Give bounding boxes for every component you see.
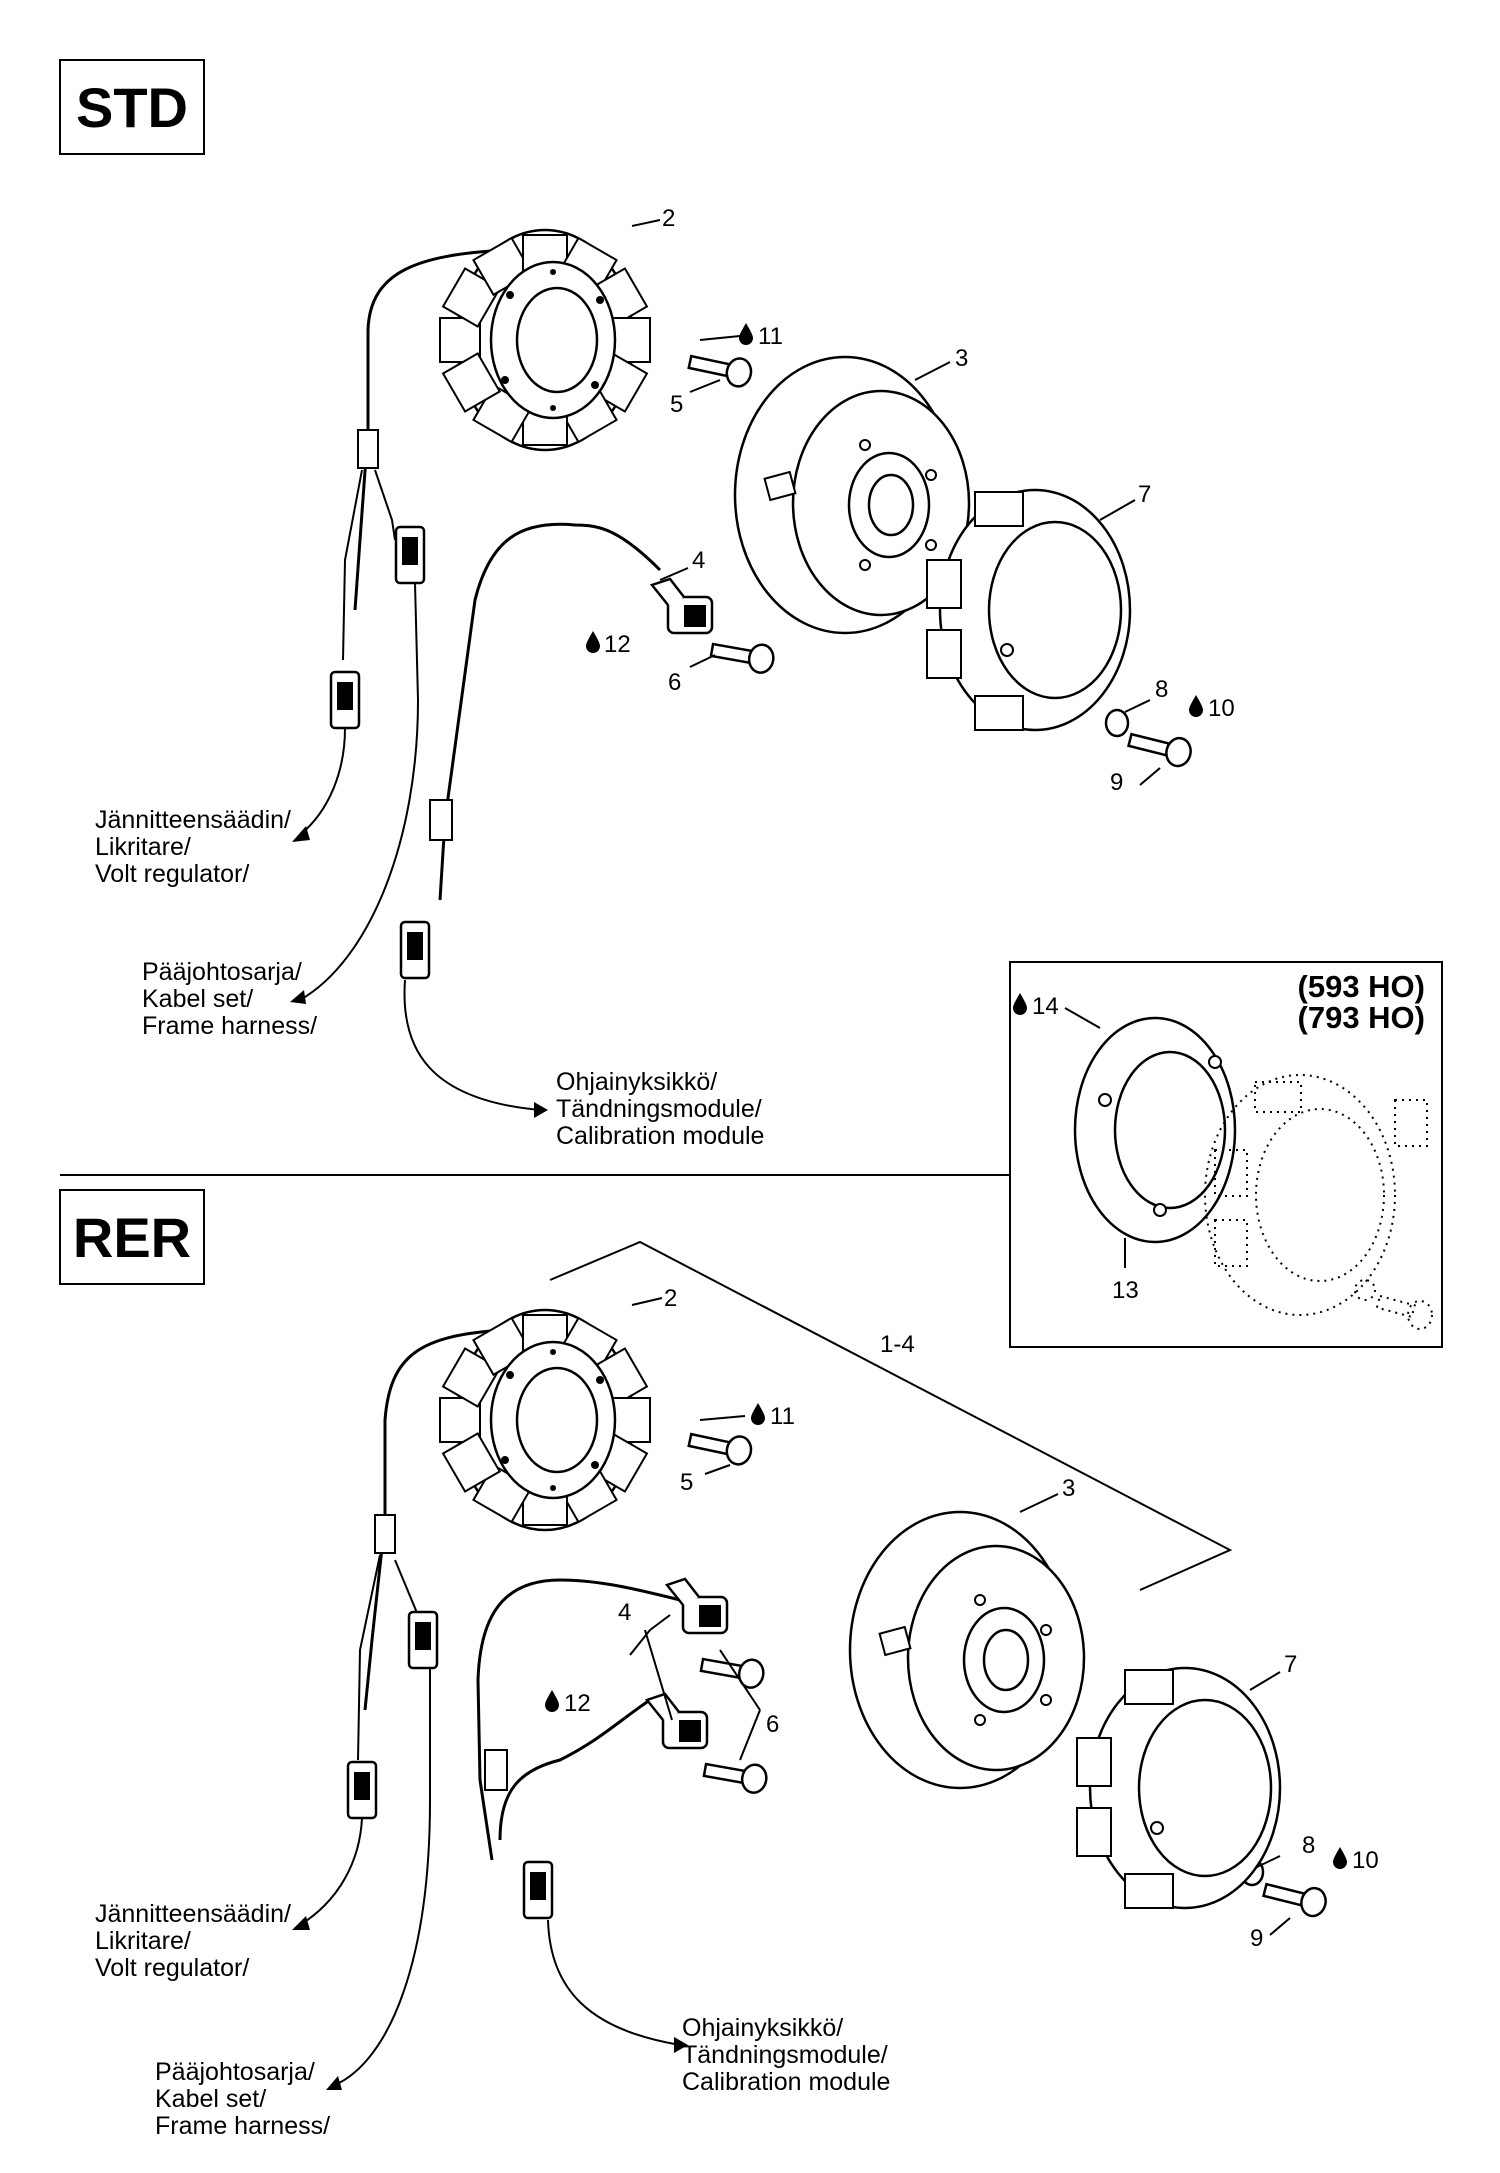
washer [1104, 708, 1130, 738]
volt-regulator-lead [299, 727, 346, 836]
svg-text:Volt regulator/: Volt regulator/ [95, 1954, 249, 1982]
inset-label-13: 13 [1112, 1277, 1139, 1304]
rer-volt-regulator-label: Jännitteensäädin/ Likritare/ Volt regula… [95, 1900, 291, 1982]
calibration-lead [403, 979, 541, 1111]
rer-label-5: 5 [680, 1469, 693, 1496]
sensor-connector [522, 1860, 554, 1920]
std-label-3: 3 [955, 345, 968, 372]
std-label-2: 2 [662, 205, 675, 232]
trigger-sensor-1 [665, 1577, 729, 1635]
std-volt-regulator-label: Jännitteensäädin/ Likritare/ Volt regula… [95, 806, 291, 888]
trigger-wheel-outline [1204, 1074, 1396, 1316]
stator-connector [394, 525, 426, 585]
rer-label-10: 10 [1352, 1847, 1379, 1874]
svg-text:Ohjainyksikkö/: Ohjainyksikkö/ [556, 1068, 717, 1096]
stator-harness [363, 1328, 506, 1711]
stator-connector-2 [329, 670, 361, 730]
svg-text:Calibration module: Calibration module [556, 1122, 764, 1150]
rer-section-label: RER [73, 1206, 191, 1269]
svg-text:Kabel set/: Kabel set/ [142, 985, 253, 1013]
oil-drop-icon [586, 631, 600, 653]
std-label-9: 9 [1110, 769, 1123, 796]
svg-text:Tändningsmodule/: Tändningsmodule/ [682, 2041, 888, 2069]
rer-label-3: 3 [1062, 1475, 1075, 1502]
std-label-4: 4 [692, 547, 705, 574]
svg-text:Calibration module: Calibration module [682, 2068, 890, 2096]
sensor-screw-2 [701, 1754, 770, 1796]
std-label-6: 6 [668, 669, 681, 696]
svg-text:Pääjohtosarja/: Pääjohtosarja/ [142, 958, 302, 986]
trigger-bolt [1260, 1875, 1330, 1920]
rer-label-6: 6 [766, 1711, 779, 1738]
frame-harness-lead [299, 582, 420, 1001]
svg-text:Kabel set/: Kabel set/ [155, 2085, 266, 2113]
oil-drop-icon [1189, 695, 1203, 717]
std-frame-harness-label: Pääjohtosarja/ Kabel set/ Frame harness/ [142, 958, 317, 1040]
std-label-12: 12 [604, 631, 631, 658]
svg-text:Likritare/: Likritare/ [95, 833, 191, 861]
kit-bracket [549, 1240, 1233, 1591]
rer-section: RER [59, 1189, 1379, 2140]
sensor-harness [438, 522, 662, 901]
rer-label-1-4: 1-4 [880, 1331, 915, 1358]
rer-frame-harness-label: Pääjohtosarja/ Kabel set/ Frame harness/ [155, 2058, 330, 2140]
rer-label-7: 7 [1284, 1651, 1297, 1678]
trigger-sensor-2 [645, 1692, 709, 1750]
std-label-11: 11 [758, 323, 783, 350]
ho-inset: (593 HO) (793 HO) 14 13 [1009, 961, 1443, 1348]
calibration-lead [547, 1919, 681, 2046]
stator-connector-2 [346, 1760, 378, 1820]
stator-bolt [685, 347, 755, 390]
trigger-wheel [1075, 1666, 1282, 1910]
stator-harness [353, 248, 506, 611]
trigger-bolt [1125, 725, 1195, 770]
sensor-connector [399, 920, 431, 980]
svg-text:Ohjainyksikkö/: Ohjainyksikkö/ [682, 2014, 843, 2042]
flywheel [848, 1510, 1086, 1790]
svg-text:Pääjohtosarja/: Pääjohtosarja/ [155, 2058, 315, 2086]
std-label-5: 5 [670, 391, 683, 418]
rer-label-9: 9 [1250, 1925, 1263, 1952]
std-label-7: 7 [1138, 481, 1151, 508]
inset-label-793: (793 HO) [1298, 1000, 1425, 1035]
oil-drop-icon [545, 1690, 559, 1712]
stator [438, 228, 652, 452]
sensor-screw [708, 634, 777, 676]
svg-text:Jännitteensäädin/: Jännitteensäädin/ [95, 1900, 291, 1928]
inset-label-14: 14 [1032, 993, 1059, 1020]
rer-section-box [59, 1189, 205, 1285]
oil-drop-icon [751, 1403, 765, 1425]
std-label-8: 8 [1155, 676, 1168, 703]
inset-label-593: (593 HO) [1298, 969, 1425, 1004]
svg-text:Frame harness/: Frame harness/ [155, 2112, 330, 2140]
volt-regulator-lead [299, 1817, 363, 1926]
svg-text:Volt regulator/: Volt regulator/ [95, 860, 249, 888]
stator-connector [407, 1610, 439, 1670]
stator [438, 1308, 652, 1532]
stator-bolt [685, 1425, 755, 1468]
std-calibration-module-label: Ohjainyksikkö/ Tändningsmodule/ Calibrat… [556, 1068, 764, 1150]
frame-harness-lead [334, 1668, 431, 2086]
oil-drop-icon [1333, 1847, 1347, 1869]
rer-calibration-module-label: Ohjainyksikkö/ Tändningsmodule/ Calibrat… [682, 2014, 890, 2096]
rer-label-8: 8 [1302, 1832, 1315, 1859]
rer-label-11: 11 [770, 1403, 795, 1430]
rer-label-12: 12 [564, 1690, 591, 1717]
svg-text:Likritare/: Likritare/ [95, 1927, 191, 1955]
oil-drop-icon [739, 323, 753, 345]
std-section-box [59, 59, 205, 155]
std-label-10: 10 [1208, 695, 1235, 722]
trigger-sensor [650, 577, 714, 635]
sensor-harness [476, 1578, 681, 1861]
svg-text:Frame harness/: Frame harness/ [142, 1012, 317, 1040]
std-section: STD [59, 59, 1235, 1150]
svg-text:Tändningsmodule/: Tändningsmodule/ [556, 1095, 762, 1123]
std-section-label: STD [76, 76, 188, 139]
rer-label-4: 4 [618, 1599, 631, 1626]
svg-text:Jännitteensäädin/: Jännitteensäädin/ [95, 806, 291, 834]
rer-label-2: 2 [664, 1285, 677, 1312]
